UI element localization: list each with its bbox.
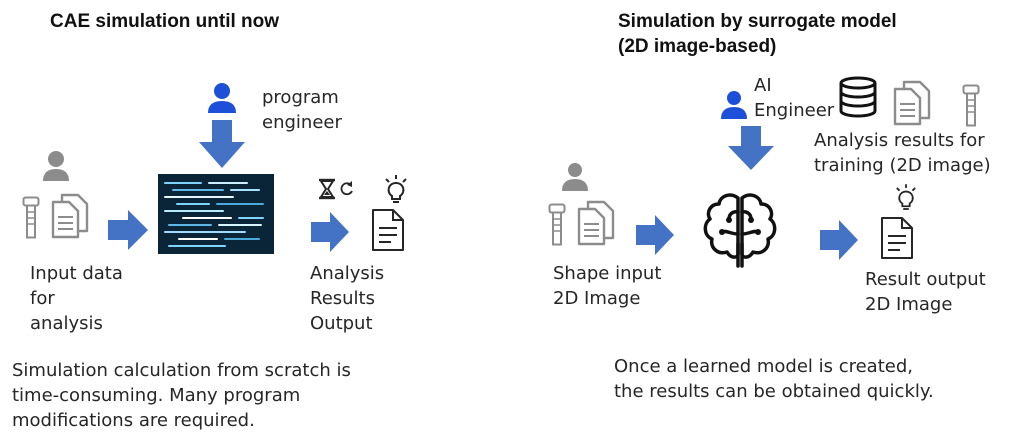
right-title-line1: Simulation by surrogate model	[618, 11, 897, 32]
right-caption-line2: the results can be obtained quickly.	[614, 381, 934, 402]
result-output-label-line1: Result output	[865, 269, 986, 290]
training-label-line2: training (2D image)	[814, 155, 991, 176]
ai-engineer-label-line1: AI	[754, 75, 772, 96]
left-caption-line1: Simulation calculation from scratch is	[12, 360, 351, 381]
right-arrow	[108, 210, 148, 250]
down-arrow	[199, 120, 245, 168]
right-arrow	[636, 215, 674, 255]
bolt-icon	[22, 196, 40, 239]
brain-icon	[703, 193, 777, 268]
right-arrow	[311, 212, 349, 252]
refresh-icon	[340, 181, 353, 196]
down-arrow	[728, 126, 774, 170]
documents-icon	[51, 193, 89, 239]
hourglass-icon	[319, 178, 335, 200]
documents-icon	[893, 80, 931, 126]
right-title-line2: (2D image-based)	[618, 36, 777, 57]
document-icon	[372, 209, 404, 251]
document-icon	[881, 217, 913, 259]
lightbulb-icon	[896, 184, 916, 210]
person-icon	[43, 151, 69, 181]
output-label-line1: Analysis	[310, 263, 385, 284]
ai-engineer-label-line2: Engineer	[754, 100, 835, 121]
shape-input-label-line2: 2D Image	[553, 288, 641, 309]
bolt-icon	[962, 84, 980, 127]
input-label-line2: for	[30, 288, 55, 309]
person-icon	[721, 91, 747, 119]
documents-icon	[577, 200, 615, 246]
bolt-icon	[548, 203, 566, 246]
right-arrow	[820, 220, 858, 260]
input-label-line3: analysis	[30, 313, 103, 334]
person-icon	[208, 83, 236, 113]
training-label-line1: Analysis results for	[814, 130, 985, 151]
left-title: CAE simulation until now	[50, 11, 280, 32]
program-code-image	[158, 174, 274, 254]
engineer-label-line2: engineer	[262, 112, 342, 133]
person-icon	[562, 163, 588, 191]
database-icon	[839, 76, 877, 118]
left-caption-line3: modifications are required.	[12, 410, 255, 431]
engineer-label-line1: program	[262, 87, 339, 108]
input-label-line1: Input data	[30, 263, 123, 284]
right-caption-line1: Once a learned model is created,	[614, 356, 913, 377]
left-caption-line2: time-consuming. Many program	[12, 385, 301, 406]
output-label-line2: Results	[310, 288, 375, 309]
output-label-line3: Output	[310, 313, 373, 334]
lightbulb-icon	[385, 175, 407, 203]
result-output-label-line2: 2D Image	[865, 294, 953, 315]
shape-input-label-line1: Shape input	[553, 263, 662, 284]
